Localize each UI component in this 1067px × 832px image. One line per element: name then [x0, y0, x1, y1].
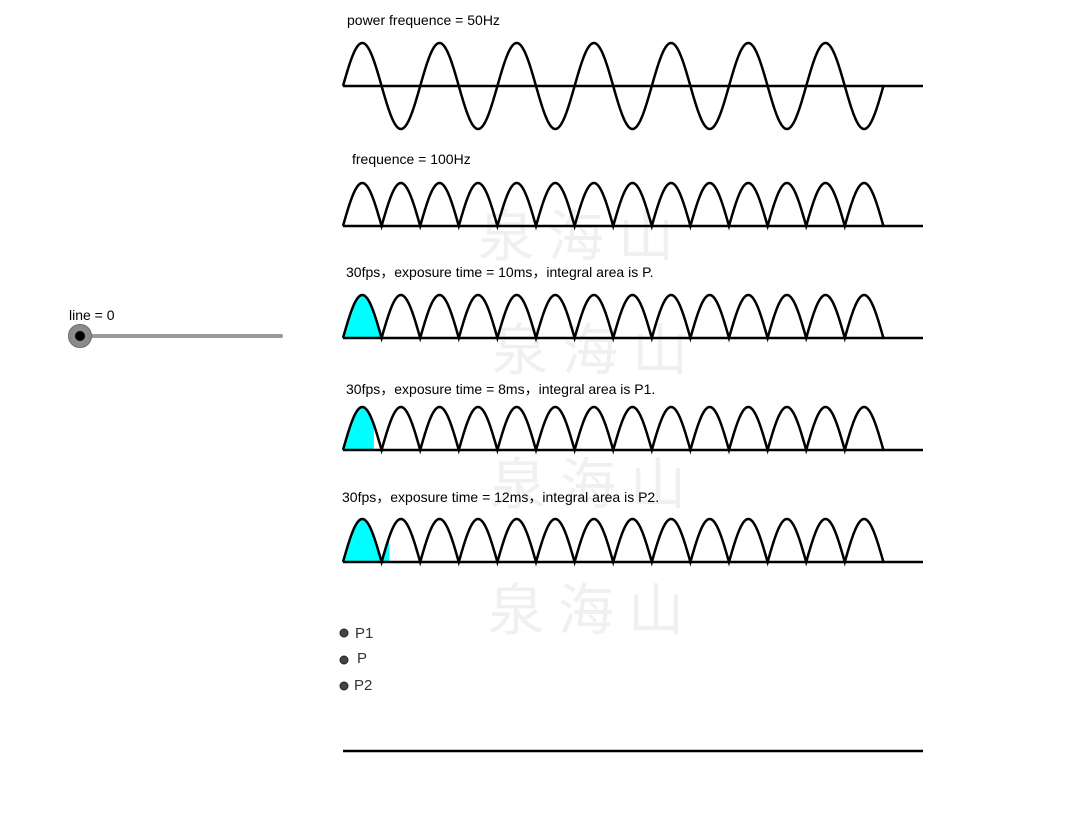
- slider-track[interactable]: [80, 334, 283, 338]
- panel-label-p2: 30fps，exposure time = 12ms，integral area…: [342, 489, 660, 505]
- point-p: [339, 655, 349, 665]
- point-label-p1: P1: [355, 625, 374, 642]
- integral-area-3: [343, 407, 374, 450]
- panel-label-p: 30fps，exposure time = 10ms，integral area…: [346, 264, 654, 280]
- watermark: 泉海山: [478, 205, 688, 270]
- slider-handle[interactable]: [68, 324, 92, 348]
- point-p1: [339, 628, 349, 638]
- point-p2: [339, 681, 349, 691]
- panel-label-p1: 30fps，exposure time = 8ms，integral area …: [346, 381, 656, 397]
- waveform-1: [341, 181, 885, 231]
- watermark: 泉海山: [488, 579, 698, 644]
- integral-area-2: [343, 295, 382, 338]
- point-label-p2: P2: [354, 677, 373, 694]
- waveform-2: [341, 293, 885, 343]
- panel-label-power: power frequence = 50Hz: [347, 12, 500, 28]
- watermark: 泉海山: [490, 453, 700, 518]
- waveform-3: [341, 405, 885, 455]
- point-label-p: P: [357, 650, 368, 667]
- slider-label: line = 0: [69, 307, 115, 323]
- panel-label-frequency: frequence = 100Hz: [352, 151, 471, 167]
- waveform-4: [341, 517, 885, 567]
- slider-handle-dot: [75, 331, 85, 341]
